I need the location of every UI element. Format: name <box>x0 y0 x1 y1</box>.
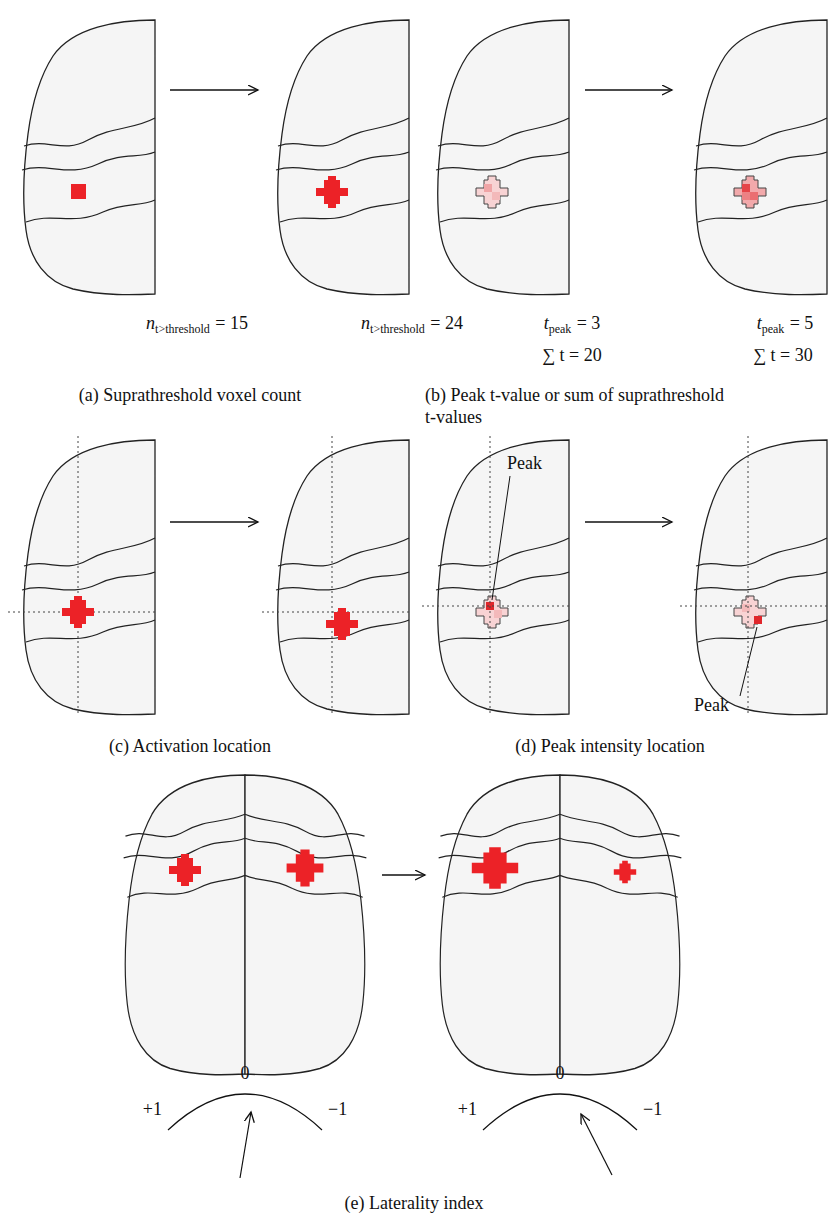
figure-label: (a) Suprathreshold voxel count <box>79 385 301 405</box>
text-group: tpeak = 3 <box>544 312 601 340</box>
figure-label: −1 <box>643 1099 662 1119</box>
figure-label: t <box>757 313 762 333</box>
text-group: ∑ t = 30 <box>753 344 812 366</box>
text-group: −1 <box>643 1098 662 1120</box>
figure-label: 0 <box>556 1063 565 1083</box>
figure-label: n <box>146 313 155 333</box>
figure-label: = 15 <box>215 313 248 333</box>
figure-label: +1 <box>458 1099 477 1119</box>
figure-label: −1 <box>328 1099 347 1119</box>
text-group: (c) Activation location <box>109 735 271 757</box>
figure-label: (d) Peak intensity location <box>515 736 704 756</box>
figure-label: = 5 <box>790 313 814 333</box>
figure-label: +1 <box>143 1099 162 1119</box>
figure-label: (b) Peak t-value or sum of suprathreshol… <box>425 385 724 427</box>
figure-label: = 3 <box>577 313 601 333</box>
figure-label: t <box>544 313 549 333</box>
text-group: tpeak = 5 <box>757 312 814 340</box>
text-group: nt>threshold = 24 <box>361 312 463 340</box>
text-group: +1 <box>458 1098 477 1120</box>
text-group: nt>threshold = 15 <box>146 312 248 340</box>
subscript-label: peak <box>762 322 785 336</box>
text-group: Peak <box>694 694 729 716</box>
figure-label: Peak <box>694 695 729 715</box>
figure-label: (e) Laterality index <box>345 1193 484 1213</box>
figure-label: = 24 <box>430 313 463 333</box>
text-group: (d) Peak intensity location <box>515 735 704 757</box>
figure-label: Peak <box>507 453 542 473</box>
figure-label: 0 <box>241 1063 250 1083</box>
text-group: +1 <box>143 1098 162 1120</box>
text-group: ∑ t = 20 <box>542 344 601 366</box>
subscript-label: t>threshold <box>155 322 210 336</box>
figure-label: ∑ t = 30 <box>753 345 812 365</box>
text-group: 0 <box>241 1062 250 1084</box>
text-group: −1 <box>328 1098 347 1120</box>
text-group: (e) Laterality index <box>345 1192 484 1214</box>
text-group: (a) Suprathreshold voxel count <box>79 384 301 406</box>
figure-label: ∑ t = 20 <box>542 345 601 365</box>
figure-label: (c) Activation location <box>109 736 271 756</box>
text-group: 0 <box>556 1062 565 1084</box>
text-group: (b) Peak t-value or sum of suprathreshol… <box>425 384 727 428</box>
subscript-label: t>threshold <box>370 322 425 336</box>
subscript-label: peak <box>549 322 572 336</box>
text-group: Peak <box>507 452 542 474</box>
figure-label: n <box>361 313 370 333</box>
